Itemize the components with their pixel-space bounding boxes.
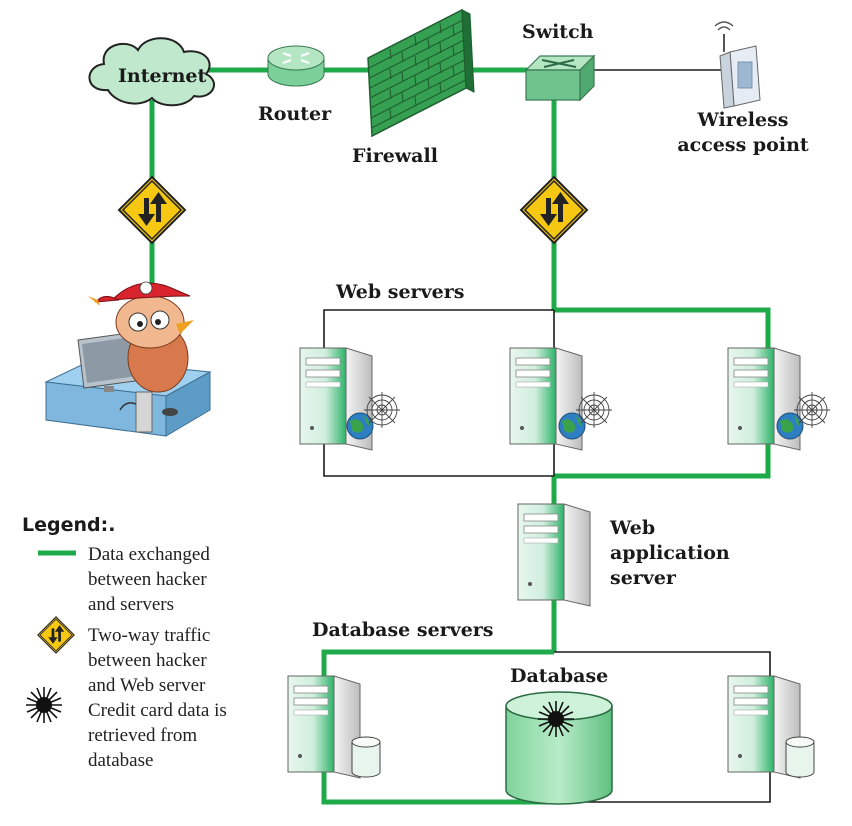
web-application-server-label: Web application server xyxy=(610,516,730,591)
starburst-icon xyxy=(538,701,574,737)
legend-item-line: between hacker xyxy=(88,569,207,590)
hacker-icon xyxy=(44,281,212,437)
switch-icon xyxy=(524,54,596,102)
legend-starburst-icon xyxy=(26,687,62,723)
legend-item-line: and Web server xyxy=(88,675,206,696)
legend-item-line: between hacker xyxy=(88,650,207,671)
internet-cloud-icon xyxy=(88,37,215,107)
web-app-label-line-3: server xyxy=(610,567,676,589)
web-application-server-icon xyxy=(517,503,591,607)
green-links xyxy=(149,67,771,805)
wireless-access-point-icon xyxy=(714,21,761,109)
legend-item-line: retrieved from xyxy=(88,725,198,746)
legend-item-two-way-traffic: Two-way traffic between hacker and Web s… xyxy=(88,623,210,698)
web-app-label-line-2: application xyxy=(610,542,730,564)
legend-item-line: database xyxy=(88,750,154,771)
legend-item-line: Credit card data is xyxy=(88,700,227,721)
web-server-icon xyxy=(509,347,613,451)
database-servers-label: Database servers xyxy=(312,619,494,641)
router-label: Router xyxy=(258,103,332,125)
legend-two-way-traffic-sign-icon xyxy=(37,616,75,654)
legend-item-line: Two-way traffic xyxy=(88,625,211,646)
two-way-traffic-sign-icon xyxy=(520,176,588,244)
web-app-label-line-1: Web xyxy=(610,517,656,539)
firewall-icon xyxy=(367,8,475,138)
two-way-traffic-sign-icon xyxy=(118,176,186,244)
web-server-icon xyxy=(299,347,401,451)
wireless-label-line-2: access point xyxy=(677,134,809,156)
web-servers-label: Web servers xyxy=(336,281,465,303)
wireless-label-line-1: Wireless xyxy=(697,109,789,131)
database-server-icon xyxy=(287,675,381,779)
switch-label: Switch xyxy=(522,21,594,43)
web-server-icon xyxy=(727,347,831,451)
legend-item-line: and servers xyxy=(88,594,174,615)
database-label: Database xyxy=(510,665,609,687)
wireless-access-point-label: Wireless access point xyxy=(668,108,818,158)
database-server-icon xyxy=(727,675,815,779)
database-icon xyxy=(505,691,613,805)
legend-title: Legend:. xyxy=(22,514,116,536)
legend-item-line: Data exchanged xyxy=(88,544,210,565)
internet-label: Internet xyxy=(118,65,207,87)
router-icon xyxy=(267,45,325,87)
legend-item-data-exchanged: Data exchanged between hacker and server… xyxy=(88,542,210,617)
firewall-label: Firewall xyxy=(352,145,438,167)
legend-item-credit-card-data: Credit card data is retrieved from datab… xyxy=(88,698,227,773)
